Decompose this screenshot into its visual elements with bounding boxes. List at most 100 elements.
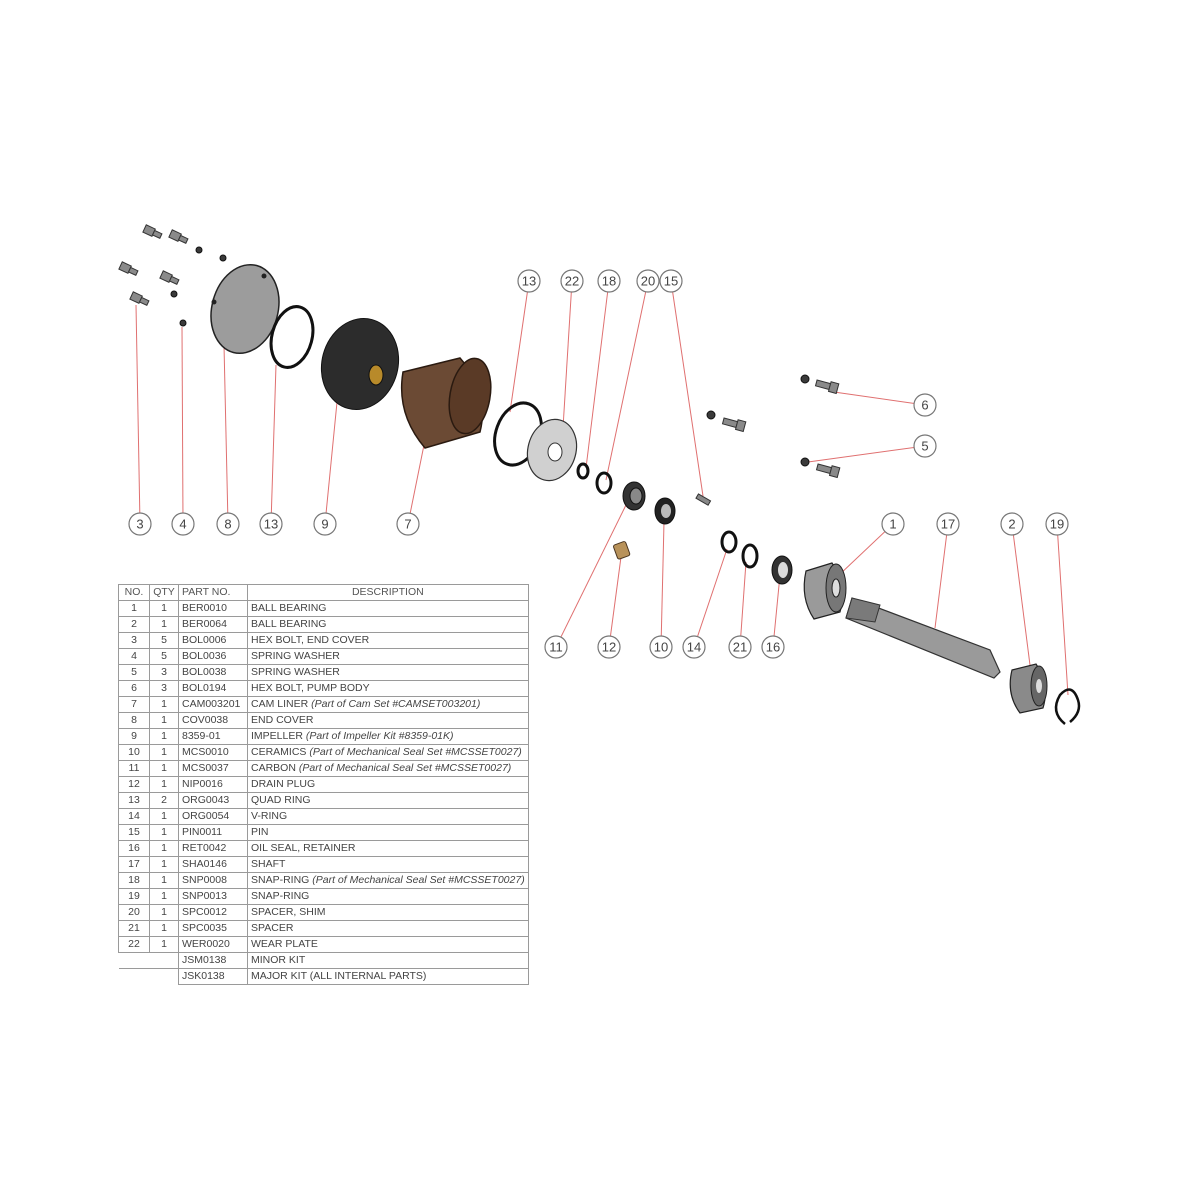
cell-part-no: BOL0038 <box>178 664 248 681</box>
cell-qty: 5 <box>149 632 179 649</box>
leader-line-8 <box>223 344 229 525</box>
snap-ring-seal <box>576 462 590 480</box>
callout-4: 4 <box>171 512 195 536</box>
callout-number: 15 <box>664 274 678 289</box>
description-text: SNAP-RING <box>251 890 310 902</box>
callout-7: 7 <box>396 512 420 536</box>
leader-lines <box>135 280 1069 696</box>
leader-line-13 <box>509 280 530 413</box>
cell-qty: 1 <box>149 600 179 617</box>
cell-description: SPACER <box>247 920 529 937</box>
header-no: NO. <box>118 584 150 601</box>
cell-qty: 2 <box>149 792 179 809</box>
callout-3: 3 <box>128 512 152 536</box>
cell-qty: 1 <box>149 616 179 633</box>
header-qty: QTY <box>149 584 179 601</box>
cell-qty: 1 <box>149 856 179 873</box>
cell-part-no: PIN0011 <box>178 824 248 841</box>
cell-description: V-RING <box>247 808 529 825</box>
description-text: HEX BOLT, PUMP BODY <box>251 682 370 694</box>
cell-qty: 1 <box>149 872 179 889</box>
snap-ring-rear <box>1054 688 1081 725</box>
cell-no: 15 <box>118 824 150 841</box>
cell-no: 17 <box>118 856 150 873</box>
cell-description: BALL BEARING <box>247 600 529 617</box>
callout-14: 14 <box>682 635 706 659</box>
callout-number: 12 <box>602 640 616 655</box>
cell-description: HEX BOLT, END COVER <box>247 632 529 649</box>
cell-no: 14 <box>118 808 150 825</box>
callout-number: 13 <box>264 517 278 532</box>
callout-number: 17 <box>941 517 955 532</box>
description-text: IMPELLER <box>251 730 303 742</box>
cell-description: MAJOR KIT (ALL INTERNAL PARTS) <box>247 968 529 985</box>
callout-19: 19 <box>1045 512 1069 536</box>
callout-circle <box>649 635 673 659</box>
callout-20: 20 <box>636 269 660 293</box>
cell-description: PIN <box>247 824 529 841</box>
cell-description: MINOR KIT <box>247 952 529 969</box>
cell-part-no: ORG0054 <box>178 808 248 825</box>
callout-circle <box>728 635 752 659</box>
callout-circle <box>682 635 706 659</box>
cell-qty: 5 <box>149 648 179 665</box>
cell-no: 13 <box>118 792 150 809</box>
callout-circle <box>913 434 937 458</box>
cell-no: 18 <box>118 872 150 889</box>
description-text: SHAFT <box>251 858 286 870</box>
cell-part-no: RET0042 <box>178 840 248 857</box>
blank-cell <box>118 952 179 969</box>
description-text: SPRING WASHER <box>251 666 340 678</box>
callout-10: 10 <box>649 635 673 659</box>
description-note: (Part of Cam Set #CAMSET003201) <box>311 698 481 710</box>
cell-no: 10 <box>118 744 150 761</box>
leader-line-13 <box>270 364 277 525</box>
description-text: SPRING WASHER <box>251 650 340 662</box>
callout-circle <box>913 393 937 417</box>
description-text: DRAIN PLUG <box>251 778 316 790</box>
cell-qty: 1 <box>149 936 179 953</box>
leader-line-19 <box>1056 523 1069 696</box>
callout-21: 21 <box>728 635 752 659</box>
callout-circle <box>216 512 240 536</box>
callout-number: 2 <box>1008 517 1015 532</box>
callout-number: 19 <box>1050 517 1064 532</box>
cell-description: SNAP-RING (Part of Mechanical Seal Set #… <box>247 872 529 889</box>
cell-qty: 1 <box>149 888 179 905</box>
callout-2: 2 <box>1000 512 1024 536</box>
cell-part-no: SPC0035 <box>178 920 248 937</box>
description-text: WEAR PLATE <box>251 938 318 950</box>
callout-circle <box>1000 512 1024 536</box>
cell-part-no: COV0038 <box>178 712 248 729</box>
blank-cell <box>118 968 179 985</box>
oil-seal-retainer <box>771 555 793 585</box>
cell-part-no: SNP0008 <box>178 872 248 889</box>
callout-number: 3 <box>136 517 143 532</box>
leader-line-15 <box>670 280 704 497</box>
cell-qty: 3 <box>149 664 179 681</box>
cell-part-no: SNP0013 <box>178 888 248 905</box>
callout-circle <box>517 269 541 293</box>
cell-description: WEAR PLATE <box>247 936 529 953</box>
drain-plug <box>613 541 631 560</box>
leader-line-21 <box>739 561 747 648</box>
callout-11: 11 <box>544 635 568 659</box>
leader-line-20 <box>605 280 649 481</box>
callout-number: 8 <box>224 517 231 532</box>
